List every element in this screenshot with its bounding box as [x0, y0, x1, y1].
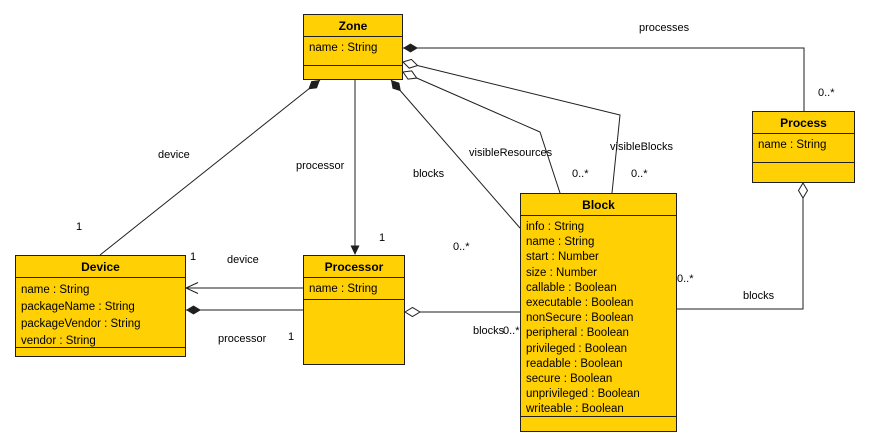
multiplicity-visible-resources: 0..* [572, 168, 589, 180]
edge-zone-processor [350, 80, 360, 255]
attributes-compartment: name : String packageName : String packa… [16, 278, 185, 347]
attribute: name : String [758, 139, 827, 151]
class-zone[interactable]: Zone name : String [303, 14, 403, 80]
composition-diamond-icon [308, 80, 320, 90]
composition-diamond-icon [391, 80, 401, 92]
edge-processor-device [184, 282, 303, 294]
aggregation-diamond-icon [797, 182, 809, 199]
multiplicity-device-processor: 1 [288, 331, 295, 343]
multiplicity-processor-blocks: 0..* [503, 325, 520, 337]
attribute: nonSecure : Boolean [526, 312, 634, 325]
attribute: privileged : Boolean [526, 342, 628, 355]
attributes-compartment: name : String [753, 134, 854, 162]
edge-processor-blocks [404, 306, 520, 318]
multiplicity-zone-processor: 1 [379, 232, 386, 244]
edge-zone-visible-resources [402, 70, 561, 194]
attribute: name : String [309, 42, 378, 54]
edge-zone-device [99, 79, 321, 256]
arrowhead-icon [350, 245, 360, 255]
edge-label-device-processor: processor [218, 333, 267, 345]
multiplicity-visible-blocks: 0..* [631, 168, 648, 180]
aggregation-diamond-icon [402, 58, 419, 69]
class-title: Zone [304, 15, 402, 37]
edge-label-device: device [158, 149, 190, 161]
class-device[interactable]: Device name : String packageName : Strin… [15, 255, 186, 357]
class-block[interactable]: Block info : String name : String start … [520, 193, 677, 432]
aggregation-diamond-icon [404, 306, 421, 318]
edge-label-visible-blocks: visibleBlocks [610, 141, 673, 153]
operations-compartment [304, 299, 404, 364]
class-processor[interactable]: Processor name : String [303, 255, 405, 365]
attribute: unprivileged : Boolean [526, 388, 640, 401]
attribute: vendor : String [21, 335, 96, 347]
attribute: callable : Boolean [526, 281, 617, 294]
edge-label-processor-device: device [227, 254, 259, 266]
composition-diamond-icon [403, 43, 418, 53]
attribute: secure : Boolean [526, 373, 613, 386]
class-title: Block [521, 194, 676, 216]
multiplicity-processes: 0..* [818, 87, 835, 99]
class-title: Process [753, 112, 854, 134]
class-title: Processor [304, 256, 404, 278]
edge-process-blocks [677, 182, 809, 310]
operations-compartment [521, 416, 676, 431]
open-arrow-icon [184, 282, 199, 294]
attribute: peripheral : Boolean [526, 327, 629, 340]
multiplicity-zone-device: 1 [76, 221, 83, 233]
attribute: packageVendor : String [21, 318, 141, 330]
attributes-compartment: info : String name : String start : Numb… [521, 216, 676, 416]
attribute: name : String [309, 283, 378, 295]
attribute: executable : Boolean [526, 297, 634, 310]
attribute: writeable : Boolean [526, 403, 624, 416]
attribute: size : Number [526, 266, 597, 279]
operations-compartment [304, 65, 402, 79]
composition-diamond-icon [186, 305, 201, 315]
edge-label-zone-blocks: blocks [413, 168, 445, 180]
attribute: start : Number [526, 251, 599, 264]
edge-label-visible-resources: visibleResources [469, 147, 553, 159]
edge-zone-visible-blocks [402, 58, 621, 194]
multiplicity-processor-device: 1 [190, 251, 197, 263]
class-title: Device [16, 256, 185, 278]
edge-zone-processes [403, 43, 805, 111]
attribute: info : String [526, 221, 585, 233]
attributes-compartment: name : String [304, 37, 402, 65]
edge-device-processor [186, 305, 303, 315]
attribute: readable : Boolean [526, 357, 623, 370]
multiplicity-process-blocks: 0..* [677, 273, 694, 285]
edge-label-process-blocks: blocks [743, 290, 775, 302]
operations-compartment [753, 162, 854, 182]
attributes-compartment: name : String [304, 278, 404, 299]
edge-zone-blocks [390, 79, 521, 229]
class-process[interactable]: Process name : String [752, 111, 855, 183]
edge-label-processor: processor [296, 160, 345, 172]
multiplicity-zone-blocks: 0..* [453, 241, 470, 253]
attribute: name : String [21, 284, 90, 296]
aggregation-diamond-icon [402, 70, 418, 80]
edge-label-processor-blocks: blocks [473, 325, 505, 337]
attribute: name : String [526, 236, 595, 249]
attribute: packageName : String [21, 301, 135, 313]
operations-compartment [16, 347, 185, 356]
edge-label-processes: processes [639, 22, 690, 34]
